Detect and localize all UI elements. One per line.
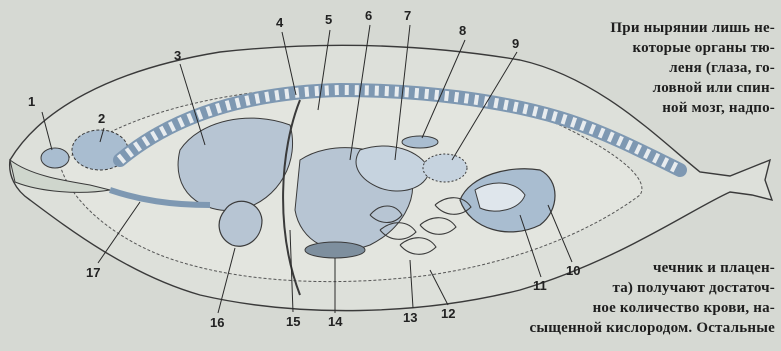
- caption-line: ное количество крови, на-: [475, 298, 775, 318]
- caption-line: леня (глаза, го-: [575, 58, 775, 78]
- label-2: 2: [98, 111, 105, 126]
- caption-line: та) получают достаточ-: [475, 278, 775, 298]
- caption-line: сыщенной кислородом. Остальные: [475, 318, 775, 338]
- caption-line: чечник и плацен-: [475, 258, 775, 278]
- label-16: 16: [210, 315, 224, 330]
- eye: [41, 148, 69, 168]
- label-12: 12: [441, 306, 455, 321]
- label-14: 14: [328, 314, 343, 329]
- label-6: 6: [365, 8, 372, 23]
- caption-line: которые органы тю-: [575, 38, 775, 58]
- label-7: 7: [404, 8, 411, 23]
- caption-line: ловной или спин-: [575, 78, 775, 98]
- kidney: [402, 136, 438, 148]
- caption-text-top: При нырянии лишь не- которые органы тю- …: [575, 18, 775, 118]
- label-4: 4: [276, 15, 284, 30]
- label-8: 8: [459, 23, 466, 38]
- label-17: 17: [86, 265, 100, 280]
- caption-line: ной мозг, надпо-: [575, 98, 775, 118]
- label-5: 5: [325, 12, 332, 27]
- spleen: [305, 242, 365, 258]
- label-3: 3: [174, 48, 181, 63]
- label-1: 1: [28, 94, 35, 109]
- caption-text-bottom: чечник и плацен- та) получают достаточ- …: [475, 258, 775, 338]
- gonad: [423, 154, 467, 182]
- label-9: 9: [512, 36, 519, 51]
- label-13: 13: [403, 310, 417, 325]
- label-15: 15: [286, 314, 300, 329]
- caption-line: При нырянии лишь не-: [575, 18, 775, 38]
